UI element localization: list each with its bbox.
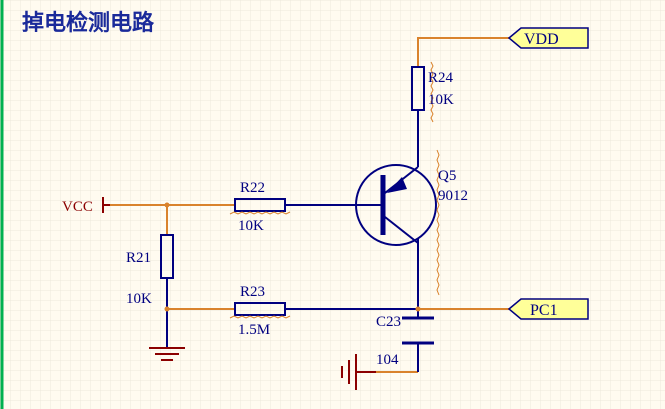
ground-icon-rotated (341, 354, 376, 390)
wires-orange (110, 37, 509, 373)
net-label-pc1: PC1 (530, 302, 558, 319)
junction-dot (164, 306, 170, 312)
resistor-r24[interactable]: R24 10K (411, 61, 454, 123)
transistor-q5[interactable]: Q5 9012 (355, 149, 468, 296)
ground-icon (149, 347, 185, 361)
resistor-r23[interactable]: R23 1.5M (229, 284, 291, 338)
c23-value: 104 (376, 352, 399, 368)
wires-blue (166, 110, 419, 372)
c23-designator: C23 (376, 314, 401, 330)
wire-vdd-r24 (417, 37, 509, 67)
r21-designator: R21 (126, 250, 151, 266)
r21-value: 10K (126, 291, 152, 307)
r24-value: 10K (428, 92, 454, 108)
capacitor-c23[interactable]: C23 104 (376, 314, 434, 368)
resistor-icon (234, 198, 286, 212)
resistor-icon (234, 302, 286, 316)
r22-designator: R22 (240, 180, 265, 196)
net-port-pc1[interactable]: PC1 (507, 298, 589, 320)
junction-dot (164, 202, 170, 208)
q5-designator: Q5 (438, 168, 456, 184)
r22-value: 10K (238, 218, 264, 234)
resistor-icon (411, 66, 425, 111)
junction-dot (415, 306, 421, 312)
r24-designator: R24 (428, 70, 454, 86)
capacitor-icon (402, 316, 434, 345)
r23-value: 1.5M (238, 322, 270, 338)
resistor-r21[interactable]: R21 10K (126, 234, 174, 307)
resistor-icon (160, 234, 174, 279)
r23-designator: R23 (240, 284, 265, 300)
net-label-vcc: VCC (62, 199, 93, 215)
pnp-transistor-icon (355, 160, 437, 246)
q5-value: 9012 (438, 188, 468, 204)
power-port-vcc[interactable]: VCC (62, 197, 110, 215)
resistor-r22[interactable]: R22 10K (229, 180, 291, 234)
net-port-vdd[interactable]: VDD (507, 27, 589, 49)
page-title: 掉电检测电路 (22, 10, 155, 36)
net-label-vdd: VDD (524, 31, 559, 48)
